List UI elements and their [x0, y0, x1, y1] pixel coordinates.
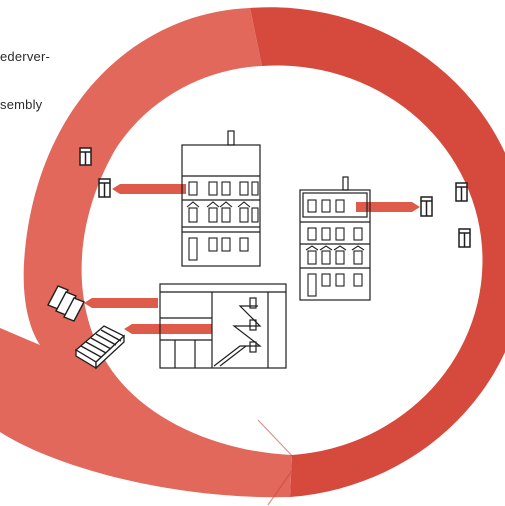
stair-module-icon — [74, 325, 126, 370]
window-icon — [455, 182, 468, 202]
window-icon-group — [79, 147, 471, 248]
arrow-bottom-to-stair — [124, 324, 212, 334]
ring-left-segment — [0, 8, 292, 498]
caption-line-1: ederver- — [0, 49, 51, 64]
extraction-arrows — [84, 184, 420, 334]
apartment-facade-icon — [299, 176, 371, 301]
arrow-right-building-to-window — [356, 202, 420, 212]
caption-line-2: sembly — [0, 97, 43, 112]
circular-cycle-ring — [0, 7, 505, 506]
window-icon — [420, 196, 433, 217]
arrow-left-building-to-windows — [112, 184, 186, 194]
staircase-building-section-icon — [159, 283, 287, 369]
window-icon — [98, 178, 111, 198]
window-icon — [79, 147, 92, 166]
ring-right-segment — [250, 7, 505, 497]
ring-crease — [257, 419, 299, 506]
townhouse-facade-icon — [181, 130, 261, 267]
arrow-bottom-to-panels — [84, 298, 158, 308]
ring-center — [104, 92, 456, 432]
window-icon — [458, 228, 471, 248]
stacked-panels-icon — [47, 285, 85, 322]
